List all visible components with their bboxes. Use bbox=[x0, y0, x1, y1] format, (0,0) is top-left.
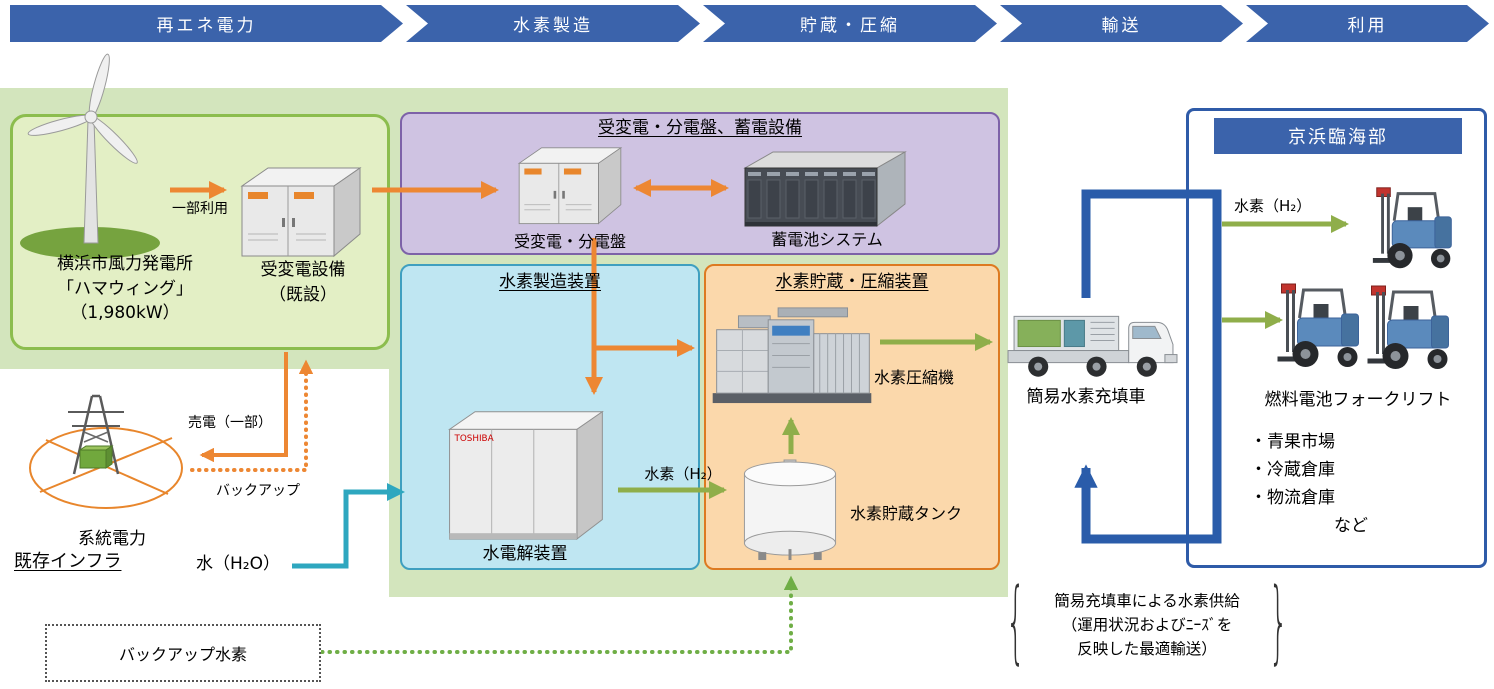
battery-system-illustration bbox=[743, 151, 907, 228]
truck-label: 簡易水素充填車 bbox=[1026, 387, 1146, 407]
note-brace-left-icon: { bbox=[1006, 571, 1026, 676]
forklift-illustration-left bbox=[1272, 278, 1370, 373]
electrolyzer-illustration: TOSHIBA bbox=[448, 410, 604, 541]
power-equipment-title: 受変電・分電盤、蓄電設備 bbox=[598, 118, 802, 138]
site-item-cold-storage: ・冷蔵倉庫 bbox=[1250, 460, 1335, 480]
wind-turbine-illustration bbox=[20, 53, 160, 259]
site-item-logistics: ・物流倉庫 bbox=[1250, 488, 1335, 508]
banner-step-label: 貯蔵・圧縮 bbox=[800, 16, 900, 36]
partial-use-label: 一部利用 bbox=[172, 201, 228, 217]
electrolyzer-brand-text: TOSHIBA bbox=[453, 434, 493, 444]
hydrogen-truck-illustration bbox=[1007, 315, 1178, 377]
forklift-illustration-right bbox=[1362, 280, 1460, 375]
backup-power-label: バックアップ bbox=[216, 483, 300, 499]
electrolyzer-label: 水電解装置 bbox=[482, 544, 568, 564]
usage-area-title-bar: 京浜臨海部 bbox=[1214, 118, 1462, 154]
distribution-board-label: 受変電・分電盤 bbox=[513, 232, 626, 251]
usage-area-title: 京浜臨海部 bbox=[1288, 127, 1388, 148]
hydrogen-flow-label: 水素（H₂） bbox=[644, 465, 722, 483]
transport-note: { 簡易充填車による水素供給 （運用状況およびﾆｰｽﾞを 反映した最適輸送） } bbox=[1006, 578, 1288, 672]
usage-sites-list: ・青果市場 ・冷蔵倉庫 ・物流倉庫 など bbox=[1250, 428, 1462, 540]
battery-system-label: 蓄電池システム bbox=[771, 230, 883, 249]
turbine-tower bbox=[83, 119, 99, 244]
water-input-label: 水（H₂O） bbox=[196, 554, 280, 574]
banner-step-label: 再エネ電力 bbox=[156, 16, 257, 36]
banner-step-use: 利用 bbox=[1246, 5, 1489, 42]
transmission-tower-illustration bbox=[68, 394, 124, 475]
backup-hydrogen-label: バックアップ水素 bbox=[118, 645, 247, 664]
tank-label: 水素貯蔵タンク bbox=[850, 504, 963, 523]
note-brace-right-icon: } bbox=[1268, 571, 1288, 676]
banner-step-hydrogen-production: 水素製造 bbox=[406, 5, 700, 42]
banner-step-label: 利用 bbox=[1347, 16, 1388, 36]
banner-step-renewable-power: 再エネ電力 bbox=[10, 5, 403, 42]
compressor-label: 水素圧縮機 bbox=[874, 368, 955, 387]
turbine-blades bbox=[27, 53, 138, 164]
banner-step-label: 輸送 bbox=[1101, 16, 1142, 36]
sell-power-label: 売電（一部） bbox=[188, 415, 272, 431]
forklift-illustration-top bbox=[1366, 182, 1464, 274]
banner-step-label: 水素製造 bbox=[513, 16, 593, 36]
hydrogen-production-title: 水素製造装置 bbox=[499, 272, 601, 292]
arrow-water-to-electrolyzer bbox=[292, 483, 405, 569]
grid-power-label: 系統電力 bbox=[78, 529, 146, 549]
compressor-illustration bbox=[712, 307, 872, 404]
forklift-label: 燃料電池フォークリフト bbox=[1264, 390, 1452, 410]
transport-note-text: 簡易充填車による水素供給 （運用状況およびﾆｰｽﾞを 反映した最適輸送） bbox=[1054, 591, 1240, 658]
windfarm-label: 横浜市風力発電所 「ハマウィング」 （1,980kW） bbox=[57, 254, 193, 324]
site-item-market: ・青果市場 bbox=[1250, 432, 1335, 452]
banner-step-transport: 輸送 bbox=[1000, 5, 1243, 42]
existing-substation-label: 受変電設備 （既設） bbox=[260, 260, 346, 305]
site-item-etc: など bbox=[1334, 516, 1368, 536]
existing-infrastructure-label: 既存インフラ bbox=[14, 551, 122, 572]
distribution-board-illustration bbox=[514, 138, 626, 230]
existing-substation-illustration bbox=[236, 160, 366, 260]
storage-tank-illustration bbox=[743, 459, 837, 561]
hydrogen-storage-title: 水素貯蔵・圧縮装置 bbox=[775, 272, 929, 292]
usage-hydrogen-label: 水素（H₂） bbox=[1234, 197, 1312, 215]
backup-hydrogen-box: バックアップ水素 bbox=[45, 624, 321, 682]
banner-step-storage-compression: 貯蔵・圧縮 bbox=[703, 5, 997, 42]
